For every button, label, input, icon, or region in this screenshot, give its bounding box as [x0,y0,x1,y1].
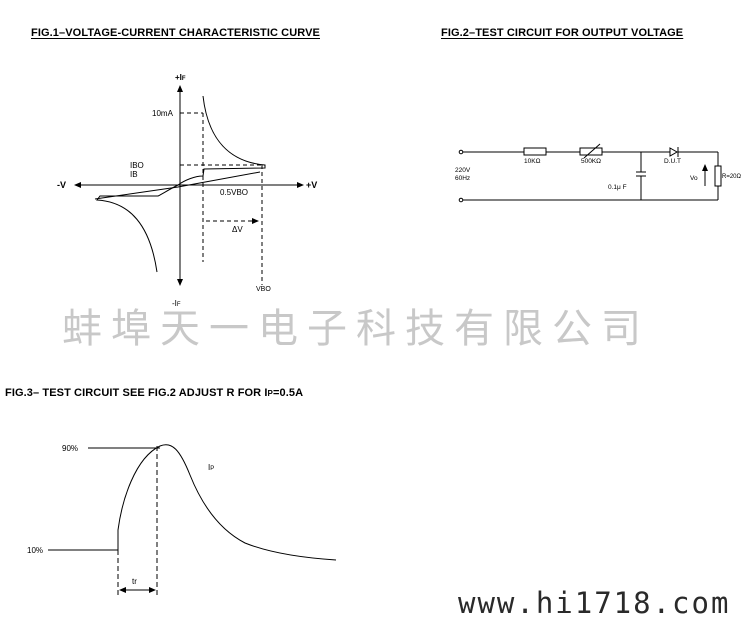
fig2-resistor-10k [523,147,547,156]
fig3-label-ip: IP [208,463,214,472]
fig3-diagram [48,444,337,597]
watermark-site: www.hi1718.com [458,586,731,620]
fig1-curve-lower [96,184,179,273]
fig1-label-minus-v: -V [57,180,66,190]
fig3-title-sub: P [267,389,273,398]
fig2-circuit [458,143,722,203]
fig2-resistor-500k-arrow [583,143,601,159]
fig1-curve-near-origin [94,171,261,200]
fig1-label-vbo: VBO [256,286,271,293]
fig2-terminal-top [458,149,464,155]
fig3-title-main: FIG.3– TEST CIRCUIT SEE FIG.2 ADJUST R F… [5,387,268,399]
fig1-title: FIG.1–VOLTAGE-CURRENT CHARACTERISTIC CUR… [31,27,320,39]
fig1-label-half-vbo: 0.5VBO [220,188,248,197]
fig1-label-ib: IB [130,170,138,179]
fig2-terminal-bottom [458,197,464,203]
fig2-label-dut: D.U.T [664,158,681,165]
fig1-diagram [74,85,304,286]
fig1-label-10ma: 10mA [152,109,174,118]
fig1-label-plus-v: +V [306,180,317,190]
fig2-label-500k: 500KΩ [581,158,601,165]
fig1-label-ibo: IBO [130,161,144,170]
fig2-label-220v: 220V [455,167,471,174]
fig3-label-tr: tr [132,577,137,586]
fig2-title: FIG.2–TEST CIRCUIT FOR OUTPUT VOLTAGE [441,27,684,39]
fig1-label-delta-v: ΔV [232,225,243,234]
fig1-labels: +IF -IF -V +V 10mA IBO IB 0.5VBO ΔV VBO [57,73,317,308]
fig1-curve-upper [177,95,266,186]
fig2-label-vo: Vo [690,175,698,182]
fig3-pulse-curve [117,444,337,561]
fig2-label-60hz: 60Hz [455,175,470,182]
fig2-label-rload: R=20Ω [722,174,742,180]
fig3-title: FIG.3– TEST CIRCUIT SEE FIG.2 ADJUST R F… [5,387,303,399]
fig3-label-90: 90% [62,444,78,453]
fig2-resistor-load [714,165,722,187]
fig3-labels: 90% 10% IP tr [27,444,214,586]
fig1-label-plus-i: +IF [175,73,186,82]
fig2-label-cap: 0.1μ F [608,184,627,191]
fig2-label-10k: 10KΩ [524,158,541,165]
fig2-labels: 220V 60Hz 10KΩ 500KΩ D.U.T 0.1μ F Vo R=2… [455,158,742,191]
fig3-label-10: 10% [27,546,43,555]
fig1-label-minus-i: -IF [172,299,181,308]
fig3-title-end: =0.5A [272,387,304,399]
fig2-diode [669,147,679,157]
watermark-company: 蚌埠天一电子科技有限公司 [62,306,650,352]
